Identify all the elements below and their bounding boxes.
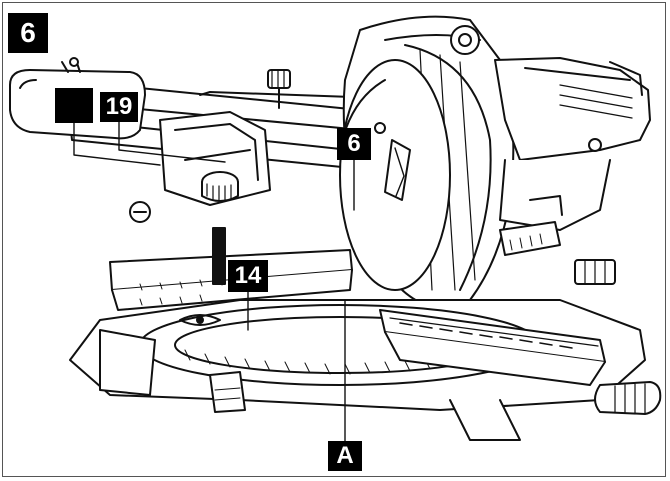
blade-disk <box>339 59 451 291</box>
right-fence <box>379 309 606 386</box>
callout-14: 14 <box>228 260 268 292</box>
right-handle <box>594 381 662 415</box>
side-bolt <box>129 201 151 223</box>
fence-clamp <box>212 227 226 285</box>
adjust-screw <box>267 69 291 109</box>
callout-blank-box <box>55 88 93 123</box>
figure-number-label: 6 <box>8 13 48 53</box>
motor-housing <box>494 57 651 231</box>
callout-A: A <box>328 441 362 471</box>
miter-knob <box>574 259 616 285</box>
leader-lines <box>73 121 355 442</box>
callout-19: 19 <box>100 92 138 122</box>
lock-knob <box>201 171 239 202</box>
callout-6: 6 <box>337 128 371 160</box>
bevel-scale <box>499 221 561 256</box>
